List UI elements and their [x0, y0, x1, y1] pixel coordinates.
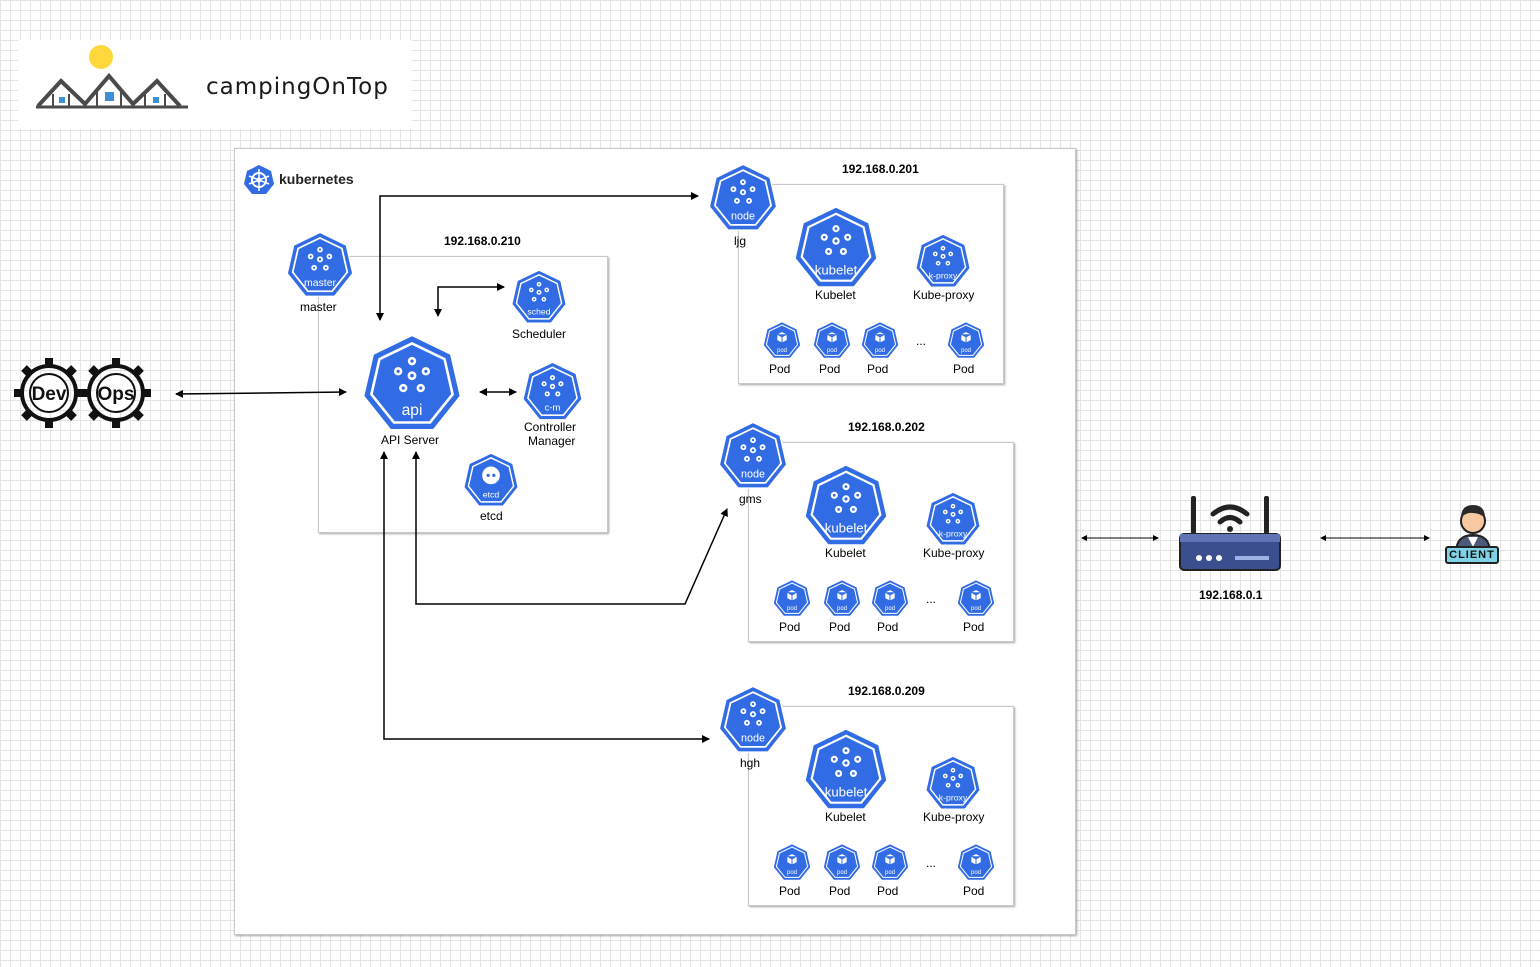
pod-label-hgh-3: Pod [877, 884, 899, 898]
master-ip: 192.168.0.210 [444, 234, 521, 248]
api-server-icon-text: api [402, 402, 423, 419]
pod-label-gms-4: Pod [963, 620, 985, 634]
node-icon-gms-text: node [741, 469, 765, 481]
pod-icon-gms-2-text: pod [837, 606, 847, 612]
api-server-label: API Server [381, 433, 440, 447]
brand-name: campingOnTop [206, 74, 389, 100]
pod-ellipsis-gms: ... [926, 592, 937, 606]
kube-proxy-icon-gms: k-proxy [924, 490, 982, 548]
pod-icon-ljg-2-text: pod [827, 348, 837, 354]
client-label: CLIENT [1449, 549, 1495, 561]
pod-icon-hgh-4-text: pod [971, 870, 981, 876]
node-icon-hgh: node [717, 684, 789, 756]
client-badge: CLIENT [1445, 546, 1499, 564]
pod-icon-gms-1-text: pod [787, 606, 797, 612]
kubelet-label-hgh: Kubelet [825, 810, 866, 824]
controller-label-line2: Manager [528, 434, 576, 448]
pod-icon-ljg-2: pod [812, 320, 852, 360]
kubelet-label-gms: Kubelet [825, 546, 866, 560]
master-node-label: master [300, 300, 337, 314]
etcd-icon-text: etcd [483, 489, 500, 499]
devops-ops-text: Ops [98, 384, 135, 405]
kubelet-label-ljg: Kubelet [815, 288, 856, 302]
node-name-gms: gms [739, 492, 762, 506]
api-server-icon: api [360, 332, 464, 436]
kubelet-icon-ljg-text: kubelet [815, 262, 858, 277]
pod-icon-ljg-1: pod [762, 320, 802, 360]
pod-icon-hgh-3-text: pod [885, 870, 895, 876]
pod-icon-gms-4-text: pod [971, 606, 981, 612]
etcd-label: etcd [480, 509, 503, 523]
pod-icon-hgh-2-text: pod [837, 870, 847, 876]
pod-label-gms-1: Pod [779, 620, 801, 634]
house-logo-icon [36, 45, 188, 109]
kube-proxy-icon-hgh: k-proxy [924, 754, 982, 812]
kubernetes-logo-text: kubernetes [279, 171, 354, 187]
kube-proxy-icon-gms-text: k-proxy [939, 528, 968, 538]
node-icon-ljg-text: node [731, 211, 755, 223]
pod-icon-ljg-3: pod [860, 320, 900, 360]
scheduler-icon: sched [510, 268, 568, 326]
node-icon-gms: node [717, 420, 789, 492]
worker-ip-gms: 192.168.0.202 [848, 420, 925, 434]
pod-icon-gms-4: pod [956, 578, 996, 618]
etcd-icon: etcd [462, 451, 520, 509]
node-icon-ljg: node [707, 162, 779, 234]
kube-proxy-label-gms: Kube-proxy [923, 546, 985, 560]
pod-label-hgh-1: Pod [779, 884, 801, 898]
kubelet-icon-ljg: kubelet [792, 204, 880, 292]
pod-ellipsis-hgh: ... [926, 856, 937, 870]
pod-icon-ljg-3-text: pod [875, 348, 885, 354]
kube-proxy-label-ljg: Kube-proxy [913, 288, 975, 302]
kubelet-icon-gms: kubelet [802, 462, 890, 550]
kubelet-icon-hgh-text: kubelet [825, 784, 868, 799]
pod-icon-gms-1: pod [772, 578, 812, 618]
pod-label-hgh-4: Pod [963, 884, 985, 898]
master-icon-text: master [304, 277, 337, 289]
scheduler-icon-text: sched [527, 306, 550, 316]
pod-icon-hgh-3: pod [870, 842, 910, 882]
controller-manager-icon: c-m [521, 360, 584, 423]
kubelet-icon-hgh: kubelet [802, 726, 890, 814]
controller-label-line1: Controller [524, 420, 577, 434]
worker-ip-hgh: 192.168.0.209 [848, 684, 925, 698]
pod-icon-hgh-2: pod [822, 842, 862, 882]
devops-gears-icon: Dev Ops [14, 358, 151, 428]
node-name-hgh: hgh [740, 756, 761, 770]
pod-icon-ljg-4-text: pod [961, 348, 971, 354]
node-icon-hgh-text: node [741, 733, 765, 745]
brand-logo: campingOnTop [18, 40, 412, 129]
node-name-ljg: ljg [734, 234, 747, 248]
pod-label-ljg-2: Pod [819, 362, 841, 376]
router-icon [1179, 496, 1281, 571]
pod-icon-gms-3: pod [870, 578, 910, 618]
scheduler-label: Scheduler [512, 327, 567, 341]
master-icon: master [285, 230, 355, 300]
pod-label-ljg-3: Pod [867, 362, 889, 376]
kubernetes-wheel-icon [244, 165, 274, 194]
pod-label-ljg-1: Pod [769, 362, 791, 376]
pod-icon-hgh-1: pod [772, 842, 812, 882]
pod-icon-hgh-4: pod [956, 842, 996, 882]
router-ip: 192.168.0.1 [1199, 588, 1263, 602]
devops-dev-text: Dev [32, 384, 67, 405]
pod-ellipsis-ljg: ... [916, 334, 927, 348]
pod-icon-ljg-1-text: pod [777, 348, 787, 354]
kube-proxy-icon-ljg-text: k-proxy [929, 270, 958, 280]
kubelet-icon-gms-text: kubelet [825, 520, 868, 535]
pod-label-gms-3: Pod [877, 620, 899, 634]
pod-icon-ljg-4: pod [946, 320, 986, 360]
pod-icon-gms-2: pod [822, 578, 862, 618]
pod-label-gms-2: Pod [829, 620, 851, 634]
controller-manager-icon-text: c-m [545, 402, 561, 413]
worker-ip-ljg: 192.168.0.201 [842, 162, 919, 176]
pod-label-ljg-4: Pod [953, 362, 975, 376]
pod-label-hgh-2: Pod [829, 884, 851, 898]
kube-proxy-label-hgh: Kube-proxy [923, 810, 985, 824]
pod-icon-gms-3-text: pod [885, 606, 895, 612]
pod-icon-hgh-1-text: pod [787, 870, 797, 876]
kube-proxy-icon-ljg: k-proxy [914, 232, 972, 290]
kube-proxy-icon-hgh-text: k-proxy [939, 792, 968, 802]
